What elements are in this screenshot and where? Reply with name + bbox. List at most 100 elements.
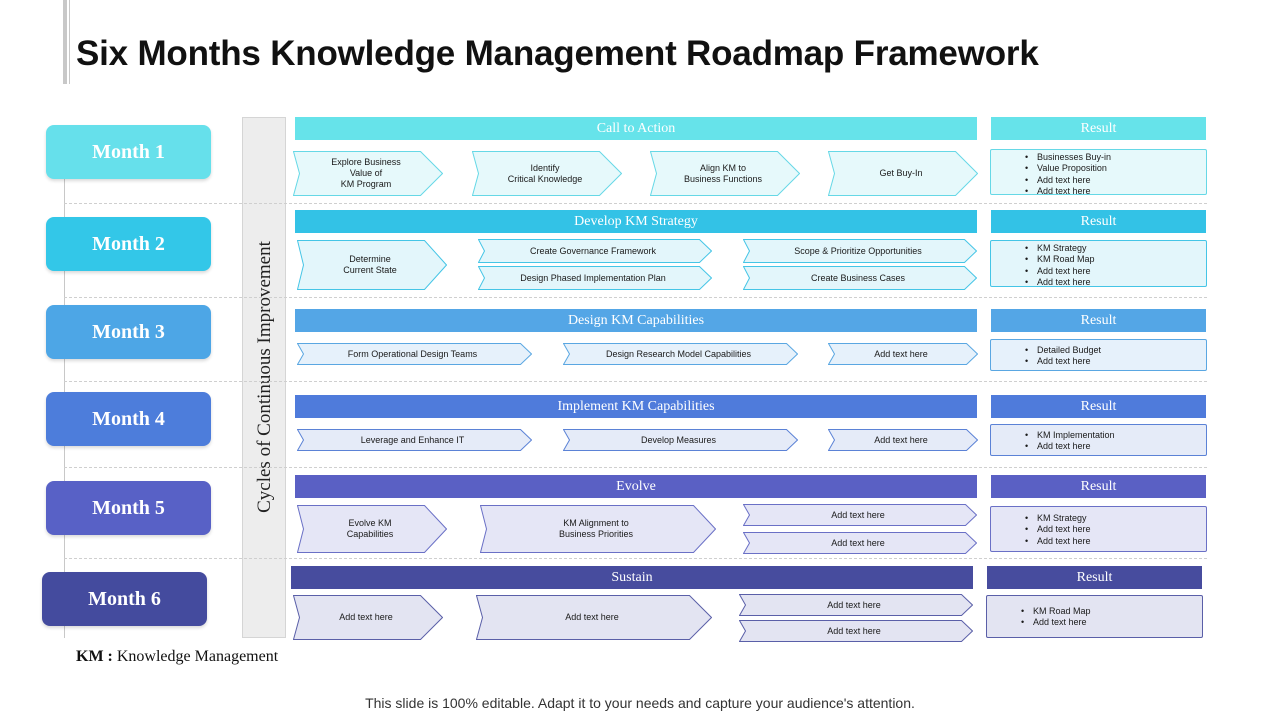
- result-header-1: Result: [991, 117, 1206, 140]
- chevron-shape: [478, 239, 712, 263]
- step-chevron: Scope & Prioritize Opportunities: [743, 239, 977, 263]
- step-label: Design Research Model Capabilities: [605, 348, 752, 359]
- footnote-text: Knowledge Management: [112, 648, 279, 665]
- row-separator: [64, 203, 1207, 204]
- step-chevron: Create Business Cases: [743, 266, 977, 290]
- step-label: Add text here: [827, 625, 881, 636]
- result-item: KM Strategy: [1025, 243, 1095, 255]
- month-label-5: Month 5: [46, 481, 211, 535]
- chevron-shape: [650, 151, 800, 196]
- step-chevron: KM Alignment to Business Priorities: [480, 505, 716, 553]
- result-item: Add text here: [1025, 441, 1115, 453]
- step-label: Align KM to Business Functions: [683, 162, 763, 184]
- result-item: Add text here: [1025, 356, 1101, 368]
- month-label-1: Month 1: [46, 125, 211, 179]
- chevron-shape: [478, 266, 712, 290]
- step-chevron: Develop Measures: [563, 429, 798, 451]
- result-box-3: Detailed BudgetAdd text here: [990, 339, 1207, 371]
- step-chevron: Get Buy-In: [828, 151, 978, 196]
- step-chevron: Design Research Model Capabilities: [563, 343, 798, 365]
- result-box-4: KM ImplementationAdd text here: [990, 424, 1207, 456]
- cycle-label: Cycles of Continuous Improvement: [254, 241, 275, 513]
- phase-header-5: Evolve: [295, 475, 977, 498]
- month-label-6: Month 6: [42, 572, 207, 626]
- step-chevron: Add text here: [476, 595, 712, 640]
- step-chevron: Evolve KM Capabilities: [297, 505, 447, 553]
- row-separator: [64, 558, 1207, 559]
- chevron-shape: [293, 151, 443, 196]
- result-list: Businesses Buy-inValue PropositionAdd te…: [1025, 152, 1111, 197]
- step-label: Get Buy-In: [879, 168, 923, 178]
- step-chevron: Create Governance Framework: [478, 239, 712, 263]
- chevron-shape: [828, 343, 978, 365]
- chevron-shape: [297, 240, 447, 290]
- step-chevron: Add text here: [293, 595, 443, 640]
- result-item: KM Road Map: [1021, 606, 1090, 618]
- result-item: Add text here: [1021, 617, 1091, 629]
- step-label: Create Business Cases: [810, 272, 906, 283]
- result-item: Add text here: [1025, 524, 1090, 536]
- step-chevron: Explore Business Value of KM Program: [293, 151, 443, 196]
- result-box-1: Businesses Buy-inValue PropositionAdd te…: [990, 149, 1207, 197]
- month-label-2: Month 2: [46, 217, 211, 271]
- chevron-shape: [743, 266, 977, 290]
- step-chevron: Design Phased Implementation Plan: [478, 266, 712, 290]
- step-label: Add text here: [827, 599, 881, 610]
- step-chevron: Add text here: [743, 532, 977, 554]
- result-item: Add text here: [1025, 266, 1095, 278]
- step-label: Form Operational Design Teams: [347, 348, 478, 359]
- step-label: Add text here: [874, 434, 928, 445]
- result-header-2: Result: [991, 210, 1206, 233]
- phase-header-6: Sustain: [291, 566, 973, 589]
- step-label: Explore Business Value of KM Program: [331, 157, 401, 189]
- footnote-abbr: KM :: [76, 648, 113, 665]
- result-header-5: Result: [991, 475, 1206, 498]
- step-chevron: Add text here: [828, 343, 978, 365]
- result-item: Add text here: [1025, 277, 1095, 289]
- chevron-shape: [743, 532, 977, 554]
- step-chevron: Determine Current State: [297, 240, 447, 290]
- result-list: KM Road MapAdd text here: [1021, 606, 1091, 629]
- chevron-shape: [743, 504, 977, 526]
- phase-header-3: Design KM Capabilities: [295, 309, 977, 332]
- step-chevron: Add text here: [739, 594, 973, 616]
- step-label: Add text here: [874, 348, 928, 359]
- result-header-3: Result: [991, 309, 1206, 332]
- chevron-shape: [293, 595, 443, 640]
- result-item: Detailed Budget: [1025, 345, 1101, 357]
- step-chevron: Form Operational Design Teams: [297, 343, 532, 365]
- chevron-shape: [563, 429, 798, 451]
- chevron-shape: [563, 343, 798, 365]
- row-separator: [64, 381, 1207, 382]
- step-chevron: Align KM to Business Functions: [650, 151, 800, 196]
- step-label: Identify Critical Knowledge: [507, 162, 583, 184]
- chevron-shape: [472, 151, 622, 196]
- step-label: Scope & Prioritize Opportunities: [794, 245, 922, 256]
- step-label: Add text here: [831, 537, 885, 548]
- step-label: KM Alignment to Business Priorities: [558, 518, 634, 539]
- step-chevron: Leverage and Enhance IT: [297, 429, 532, 451]
- step-label: Add text here: [565, 612, 619, 622]
- step-label: Develop Measures: [640, 434, 717, 445]
- page-title: Six Months Knowledge Management Roadmap …: [76, 34, 1039, 73]
- title-accent-bar: [63, 0, 67, 84]
- result-item: Value Proposition: [1025, 163, 1111, 175]
- result-list: Detailed BudgetAdd text here: [1025, 345, 1101, 368]
- chevron-shape: [297, 343, 532, 365]
- step-chevron: Add text here: [743, 504, 977, 526]
- chevron-shape: [828, 429, 978, 451]
- result-list: KM ImplementationAdd text here: [1025, 430, 1115, 453]
- row-separator: [64, 467, 1207, 468]
- result-header-4: Result: [991, 395, 1206, 418]
- step-label: Determine Current State: [343, 254, 397, 275]
- chevron-shape: [828, 151, 978, 196]
- result-item: Add text here: [1025, 175, 1111, 187]
- result-item: Businesses Buy-in: [1025, 152, 1111, 164]
- step-chevron: Identify Critical Knowledge: [472, 151, 622, 196]
- result-item: KM Strategy: [1025, 513, 1091, 525]
- chevron-shape: [739, 620, 973, 642]
- step-label: Leverage and Enhance IT: [360, 434, 465, 445]
